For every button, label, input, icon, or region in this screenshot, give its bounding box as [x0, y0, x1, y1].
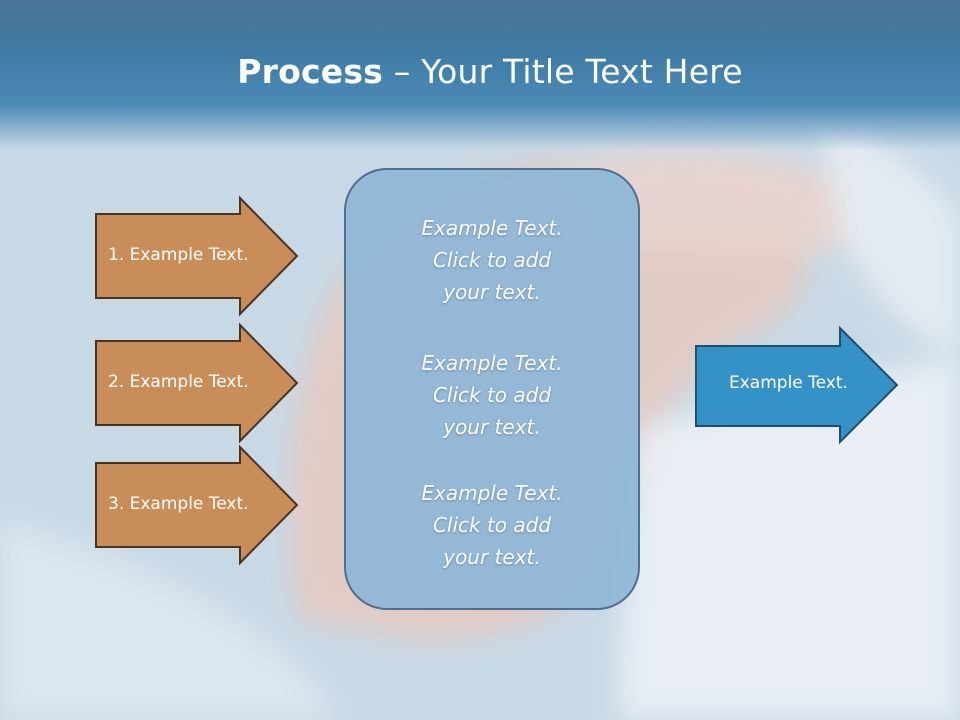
center-line: your text. — [443, 280, 541, 304]
input-arrow-1 — [95, 195, 299, 317]
input-arrow-2 — [95, 322, 299, 444]
output-arrow — [695, 325, 899, 445]
center-paragraph-1: Example Text. Click to add your text. — [345, 212, 639, 308]
center-line: Click to add — [432, 513, 552, 537]
title-rest-part: – Your Title Text Here — [383, 52, 743, 91]
center-line: Example Text. — [421, 481, 563, 505]
center-line: Example Text. — [421, 351, 563, 375]
center-paragraph-2: Example Text. Click to add your text. — [345, 347, 639, 443]
center-line: your text. — [443, 545, 541, 569]
title-bold-part: Process — [237, 52, 384, 91]
input-label-2: 2. Example Text. — [108, 372, 249, 392]
center-paragraph-3: Example Text. Click to add your text. — [345, 477, 639, 573]
input-label-3: 3. Example Text. — [108, 494, 249, 514]
center-line: Example Text. — [421, 216, 563, 240]
header-band — [0, 0, 960, 150]
center-box — [344, 168, 640, 610]
input-label-1: 1. Example Text. — [108, 245, 249, 265]
slide-title: Process – Your Title Text Here — [0, 52, 960, 91]
center-line: your text. — [443, 415, 541, 439]
center-line: Click to add — [432, 383, 552, 407]
input-arrow-3 — [95, 444, 299, 566]
output-label: Example Text. — [729, 373, 848, 393]
center-line: Click to add — [432, 248, 552, 272]
